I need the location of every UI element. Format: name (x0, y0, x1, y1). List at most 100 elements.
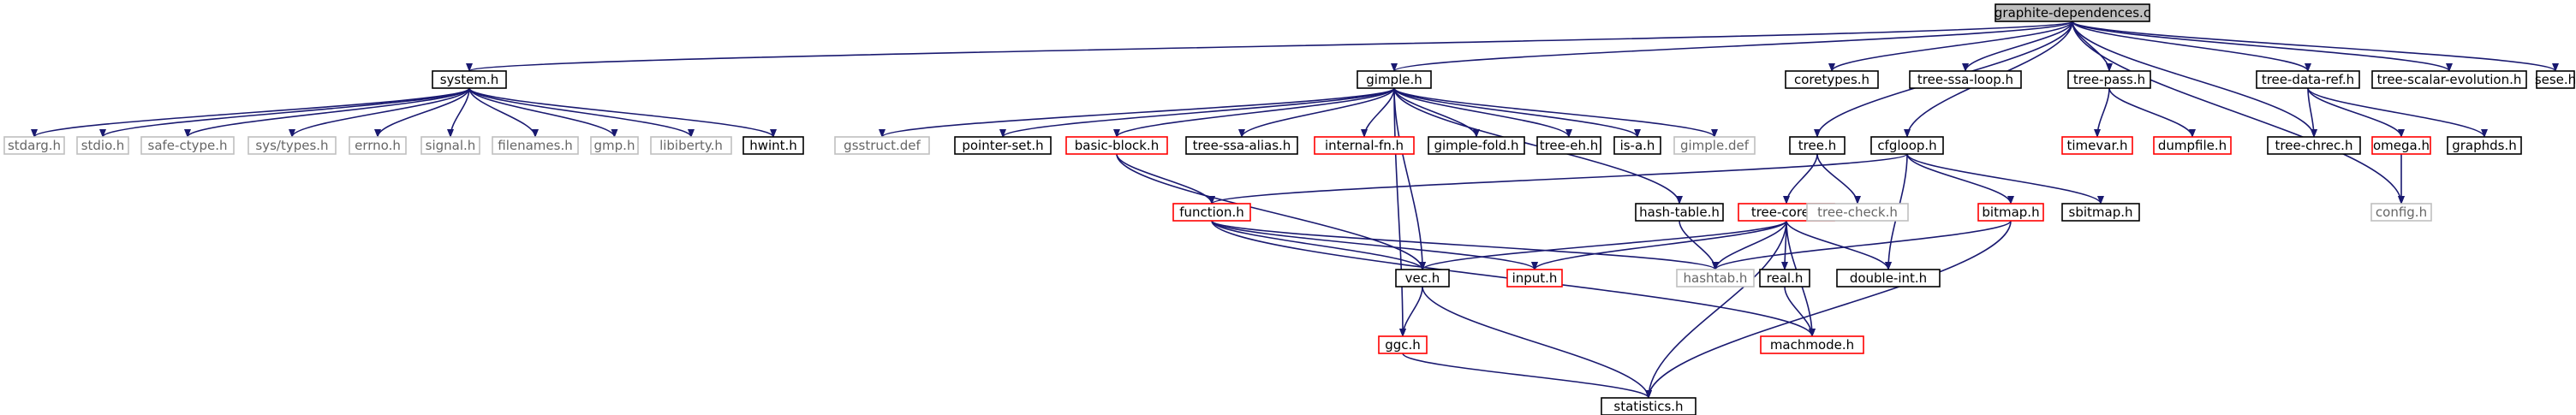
node-label: dumpfile.h (2158, 138, 2227, 153)
node-box (650, 136, 732, 155)
node-label: libiberty.h (659, 138, 723, 153)
node-vec[interactable]: vec.h (1395, 269, 1450, 288)
node-label: gmp.h (594, 138, 635, 153)
node-label: stdio.h (81, 138, 125, 153)
edge-basicblock-to-vec (1116, 153, 1426, 270)
edge-system-to-errno (374, 87, 470, 138)
edge-treeh-to-treecore (1783, 153, 1818, 205)
node-hashtable[interactable]: hash-table.h (1635, 203, 1724, 222)
edge-bitmap-to-statistics (1645, 220, 2012, 399)
node-label: tree-data-ref.h (2262, 72, 2354, 87)
edge-gimple-to-gimpledef (1393, 87, 1718, 138)
node-gmp: gmp.h (590, 136, 639, 155)
node-gimplefold[interactable]: gimple-fold.h (1428, 136, 1525, 155)
node-label: sys/types.h (255, 138, 328, 153)
node-label: hwint.h (749, 138, 797, 153)
node-sese[interactable]: sese.h (2535, 70, 2576, 89)
edge-root-to-config (2072, 21, 2405, 205)
node-timevar[interactable]: timevar.h (2061, 136, 2133, 155)
node-safectype: safe-ctype.h (140, 136, 235, 155)
edge-cfgloop-to-sbitmap (1906, 153, 2104, 205)
node-isa[interactable]: is-a.h (1613, 136, 1661, 155)
node-function[interactable]: function.h (1172, 203, 1251, 222)
node-treeeh[interactable]: tree-eh.h (1536, 136, 1601, 155)
node-label: tree-pass.h (2073, 72, 2145, 87)
node-box (742, 136, 804, 155)
edge-treecore-to-hashtab (1712, 220, 1787, 270)
node-system[interactable]: system.h (432, 70, 507, 89)
node-systypes: sys/types.h (247, 136, 337, 155)
edge-treecore-to-input (1531, 220, 1787, 270)
node-label: internal-fn.h (1325, 138, 1404, 153)
node-label: sbitmap.h (2069, 205, 2133, 220)
node-root[interactable]: graphite-dependences.c (1995, 3, 2150, 22)
node-label: tree-check.h (1817, 205, 1898, 220)
node-coretypes[interactable]: coretypes.h (1785, 70, 1879, 89)
node-label: timevar.h (2066, 138, 2127, 153)
node-treeh[interactable]: tree.h (1789, 136, 1846, 155)
node-libiberty: libiberty.h (650, 136, 732, 155)
node-box (1601, 397, 1696, 415)
node-box (590, 136, 639, 155)
node-box (1172, 203, 1251, 222)
node-sbitmap[interactable]: sbitmap.h (2061, 203, 2140, 222)
node-internalfn[interactable]: internal-fn.h (1314, 136, 1415, 155)
node-label: gsstruct.def (844, 138, 921, 153)
node-box (1977, 203, 2044, 222)
node-statistics[interactable]: statistics.h (1601, 397, 1696, 415)
node-label: graphite-dependences.c (1995, 5, 2150, 21)
node-treepass[interactable]: tree-pass.h (2067, 70, 2151, 89)
node-treecheck: tree-check.h (1806, 203, 1909, 222)
node-box (2371, 136, 2431, 155)
node-label: stdarg.h (8, 138, 61, 153)
node-gimpledef: gimple.def (1673, 136, 1756, 155)
node-dumpfile[interactable]: dumpfile.h (2153, 136, 2232, 155)
node-box (1357, 70, 1432, 89)
node-hashtab: hashtab.h (1676, 269, 1755, 288)
node-pointerset[interactable]: pointer-set.h (954, 136, 1052, 155)
node-doubleint[interactable]: double-int.h (1836, 269, 1941, 288)
node-input[interactable]: input.h (1506, 269, 1563, 288)
edge-real-to-machmode (1784, 286, 1816, 337)
edge-vec-to-ggc (1399, 286, 1423, 337)
node-box (2153, 136, 2232, 155)
node-errno: errno.h (349, 136, 407, 155)
edge-treedataref-to-treechrec (2307, 87, 2317, 138)
node-box (420, 136, 480, 155)
node-bitmap[interactable]: bitmap.h (1977, 203, 2044, 222)
edge-gimple-to-gimplefold (1393, 87, 1480, 138)
edge-gimple-to-isa (1393, 87, 1641, 138)
node-graphds[interactable]: graphds.h (2447, 136, 2522, 155)
node-treechrec[interactable]: tree-chrec.h (2267, 136, 2361, 155)
node-treescalar[interactable]: tree-scalar-evolution.h (2371, 70, 2527, 89)
node-box (1909, 70, 2022, 89)
node-label: tree-scalar-evolution.h (2377, 72, 2522, 87)
node-treessaloop[interactable]: tree-ssa-loop.h (1909, 70, 2022, 89)
node-box (2067, 70, 2151, 89)
node-cfgloop[interactable]: cfgloop.h (1870, 136, 1944, 155)
node-basicblock[interactable]: basic-block.h (1065, 136, 1168, 155)
node-filenames: filenames.h (492, 136, 579, 155)
node-gimple[interactable]: gimple.h (1357, 70, 1432, 89)
node-hwint[interactable]: hwint.h (742, 136, 804, 155)
edge-root-to-treessaloop (1962, 21, 2073, 72)
node-box (1378, 335, 1428, 354)
node-stdio: stdio.h (76, 136, 129, 155)
node-treedataref[interactable]: tree-data-ref.h (2256, 70, 2360, 89)
edge-basicblock-to-function (1116, 153, 1215, 205)
node-label: sese.h (2535, 72, 2576, 87)
node-config: config.h (2370, 203, 2432, 222)
node-ggc[interactable]: ggc.h (1378, 335, 1428, 354)
node-real[interactable]: real.h (1759, 269, 1810, 288)
node-box (1395, 269, 1450, 288)
node-label: function.h (1179, 205, 1244, 220)
edge-system-to-signal (447, 87, 470, 138)
edge-function-to-vec (1211, 220, 1426, 270)
node-machmode[interactable]: machmode.h (1760, 335, 1864, 354)
node-omega[interactable]: omega.h (2371, 136, 2431, 155)
node-treessaalias[interactable]: tree-ssa-alias.h (1185, 136, 1298, 155)
node-label: hash-table.h (1639, 205, 1720, 220)
edge-system-to-stdarg (31, 87, 470, 138)
node-box (76, 136, 129, 155)
node-label: machmode.h (1770, 337, 1854, 353)
